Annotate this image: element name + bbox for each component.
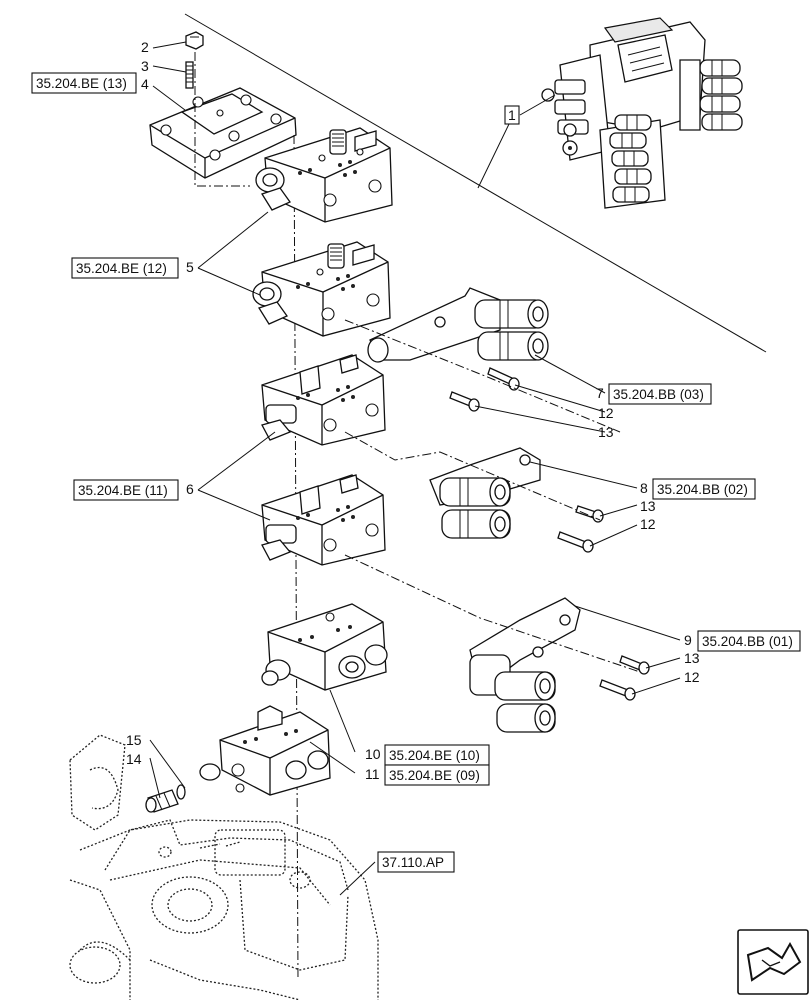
callout-13-middle: 13: [640, 498, 656, 514]
callout-15: 15: [126, 732, 142, 748]
svg-text:35.204.BB (01): 35.204.BB (01): [702, 634, 793, 649]
stud-3: [185, 61, 194, 89]
callout-11: 11: [365, 766, 380, 782]
coupler-assembly-8: [429, 447, 541, 539]
cover-plate-4: [149, 87, 297, 179]
callout-3: 3: [141, 58, 149, 74]
coupler-assembly-9: [469, 597, 581, 733]
callout-9: 9: [684, 632, 692, 648]
callout-12-middle: 12: [640, 516, 656, 532]
screw-13-upper: [449, 391, 480, 412]
page-turn-arrow-icon[interactable]: [737, 929, 809, 995]
callout-12-lower: 12: [684, 669, 700, 685]
gearbox-housing: [69, 734, 379, 1000]
ref-35-204-be-12[interactable]: 35.204.BE (12): [71, 257, 179, 279]
valve-section-6b: [261, 474, 386, 566]
callout-13-upper: 13: [598, 424, 614, 440]
ref-35-204-be-10[interactable]: 35.204.BE (10): [384, 744, 490, 766]
callout-8: 8: [640, 480, 648, 496]
callout-6: 6: [186, 481, 194, 497]
svg-text:35.204.BB (02): 35.204.BB (02): [657, 482, 748, 497]
screw-12-upper: [487, 367, 520, 391]
svg-text:35.204.BE (12): 35.204.BE (12): [76, 261, 167, 276]
valve-section-6a: [261, 354, 386, 446]
ref-35-204-bb-01[interactable]: 35.204.BB (01): [697, 630, 801, 652]
screw-13-lower: [619, 655, 650, 675]
ref-35-204-bb-03[interactable]: 35.204.BB (03): [608, 383, 712, 405]
cover-screw-2: [185, 31, 204, 50]
callout-7: 7: [596, 385, 604, 401]
svg-text:35.204.BB (03): 35.204.BB (03): [613, 387, 704, 402]
callout-2: 2: [141, 39, 149, 55]
callout-4: 4: [141, 76, 149, 92]
callout-13-lower: 13: [684, 650, 700, 666]
inset-valve-assembly: [541, 17, 743, 209]
valve-section-5b: [252, 241, 391, 337]
screw-12-middle: [557, 531, 594, 553]
callout-14: 14: [126, 751, 142, 767]
ref-35-204-be-09[interactable]: 35.204.BE (09): [384, 764, 490, 786]
leader-lines: [149, 41, 681, 896]
screw-13-middle: [575, 505, 604, 523]
ref-35-204-be-11[interactable]: 35.204.BE (11): [73, 479, 179, 501]
coupler-assembly-7: [367, 287, 549, 363]
svg-text:37.110.AP: 37.110.AP: [382, 855, 444, 870]
ref-37-110-ap[interactable]: 37.110.AP: [377, 851, 455, 873]
svg-text:35.204.BE (11): 35.204.BE (11): [78, 483, 168, 498]
callout-5: 5: [186, 259, 194, 275]
svg-text:35.204.BE (13): 35.204.BE (13): [36, 76, 127, 91]
callout-1-box: [504, 105, 520, 125]
valve-section-10: [261, 603, 388, 691]
svg-text:35.204.BE (09): 35.204.BE (09): [389, 768, 480, 783]
callout-1: 1: [508, 107, 516, 123]
callout-12-upper: 12: [598, 405, 614, 421]
svg-text:35.204.BE (10): 35.204.BE (10): [389, 748, 480, 763]
ref-35-204-bb-02[interactable]: 35.204.BB (02): [652, 478, 756, 500]
screw-12-lower: [599, 679, 636, 701]
valve-section-11: [199, 705, 331, 796]
o-ring-15: [176, 784, 186, 800]
inset-divider-line: [184, 13, 767, 353]
valve-section-5a: [255, 127, 393, 223]
ref-35-204-be-13[interactable]: 35.204.BE (13): [31, 72, 137, 94]
callout-10: 10: [365, 746, 381, 762]
fitting-14: [145, 789, 179, 813]
